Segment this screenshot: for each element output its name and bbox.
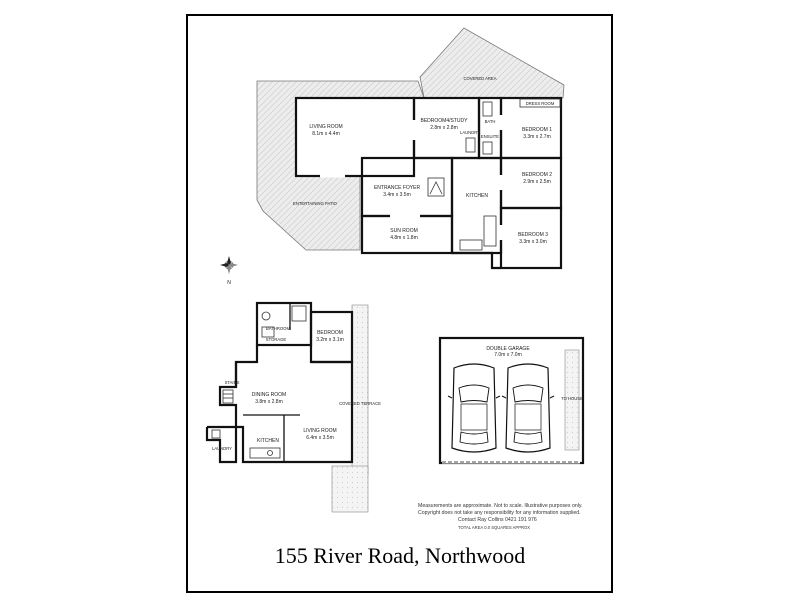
bedroom4-dims: 2.8m x 2.8m	[430, 125, 458, 131]
covered-terrace	[351, 304, 369, 476]
bath-label: BATH	[485, 119, 496, 124]
entertaining-patio-label: ENTERTAINING PATIO	[293, 201, 338, 206]
garage-dims: 7.0m x 7.0m	[494, 352, 522, 358]
covered-area-label: COVERED AREA	[463, 76, 496, 81]
bedroom3-dims: 3.3m x 3.0m	[519, 239, 547, 245]
living-room-walls	[294, 96, 416, 178]
garage-plan: DOUBLE GARAGE 7.0m x 7.0m TO HOUSE	[438, 336, 585, 465]
lower-level-plan: BATHROOM BEDROOM 3.2m x 3.1m DINING ROOM…	[205, 301, 381, 513]
lower-bathroom-label: BATHROOM	[266, 326, 290, 331]
kitchen-walls	[450, 156, 503, 255]
note-line: TOTAL AREA 0.0 SQUARES APPROX	[458, 525, 530, 530]
upper-living-room-name: LIVING ROOM	[309, 124, 342, 130]
bedroom4-name: BEDROOM4/STUDY	[421, 118, 469, 124]
car-icon	[501, 363, 555, 453]
stairs-label: STAIRS	[225, 380, 240, 385]
dining-room-dims: 3.8m x 2.8m	[255, 399, 283, 405]
note-line: Measurements are approximate. Not to sca…	[418, 503, 583, 509]
bedroom1-dims: 3.3m x 2.7m	[523, 134, 551, 140]
dress-room-label: DRESS ROOM	[526, 101, 555, 106]
property-address: 155 River Road, Northwood	[274, 543, 526, 568]
storage-label: STORAGE	[266, 337, 287, 342]
sun-room-dims: 4.8m x 1.8m	[390, 235, 418, 241]
note-line: Contact Ray Collins 0421 191 976	[458, 517, 537, 523]
disclaimer-notes: Measurements are approximate. Not to sca…	[418, 503, 583, 530]
sun-room-name: SUN ROOM	[390, 228, 418, 234]
bedroom2-name: BEDROOM 2	[522, 172, 552, 178]
entrance-foyer-name: ENTRANCE FOYER	[374, 185, 421, 191]
upper-living-room-dims: 8.1m x 4.4m	[312, 131, 340, 137]
bedroom2-dims: 2.9m x 2.5m	[523, 179, 551, 185]
compass-north-label: N	[227, 280, 231, 286]
dining-room-name: DINING ROOM	[252, 392, 286, 398]
lower-kitchen-name: KITCHEN	[257, 438, 279, 444]
laundry-label: LAUNDRY	[460, 130, 480, 135]
lower-living-room-name: LIVING ROOM	[303, 428, 336, 434]
rear-wall	[452, 251, 501, 270]
lower-laundry-label: LAUNDRY	[212, 446, 232, 451]
upper-level-plan: COVERED AREA ENTERTAINING PATIO LIVING R…	[256, 27, 565, 270]
lower-bedroom-name: BEDROOM	[317, 330, 343, 336]
bedroom3-walls	[499, 206, 563, 270]
bedroom3-name: BEDROOM 3	[518, 232, 548, 238]
compass-icon	[220, 256, 238, 274]
lower-living-room-dims: 6.4m x 3.5m	[306, 435, 334, 441]
bedroom1-name: BEDROOM 1	[522, 127, 552, 133]
covered-area	[419, 27, 565, 99]
entrance-foyer-dims: 3.4m x 3.5m	[383, 192, 411, 198]
upper-kitchen-name: KITCHEN	[466, 193, 488, 199]
garage-side-label: TO HOUSE	[561, 396, 583, 401]
page-frame	[186, 14, 613, 593]
wet-area-walls	[477, 96, 503, 160]
car-icon	[447, 363, 501, 453]
laundry-walls	[205, 425, 238, 464]
lower-main-walls	[218, 345, 354, 464]
note-line: Copyright does not take any responsibili…	[418, 510, 581, 516]
entertaining-patio	[256, 80, 425, 251]
lower-bedroom-dims: 3.2m x 3.1m	[316, 337, 344, 343]
garage-name: DOUBLE GARAGE	[486, 346, 530, 352]
ensuite-label: ENSUITE	[481, 134, 499, 139]
covered-terrace-label: COVERED TERRACE	[339, 401, 381, 406]
